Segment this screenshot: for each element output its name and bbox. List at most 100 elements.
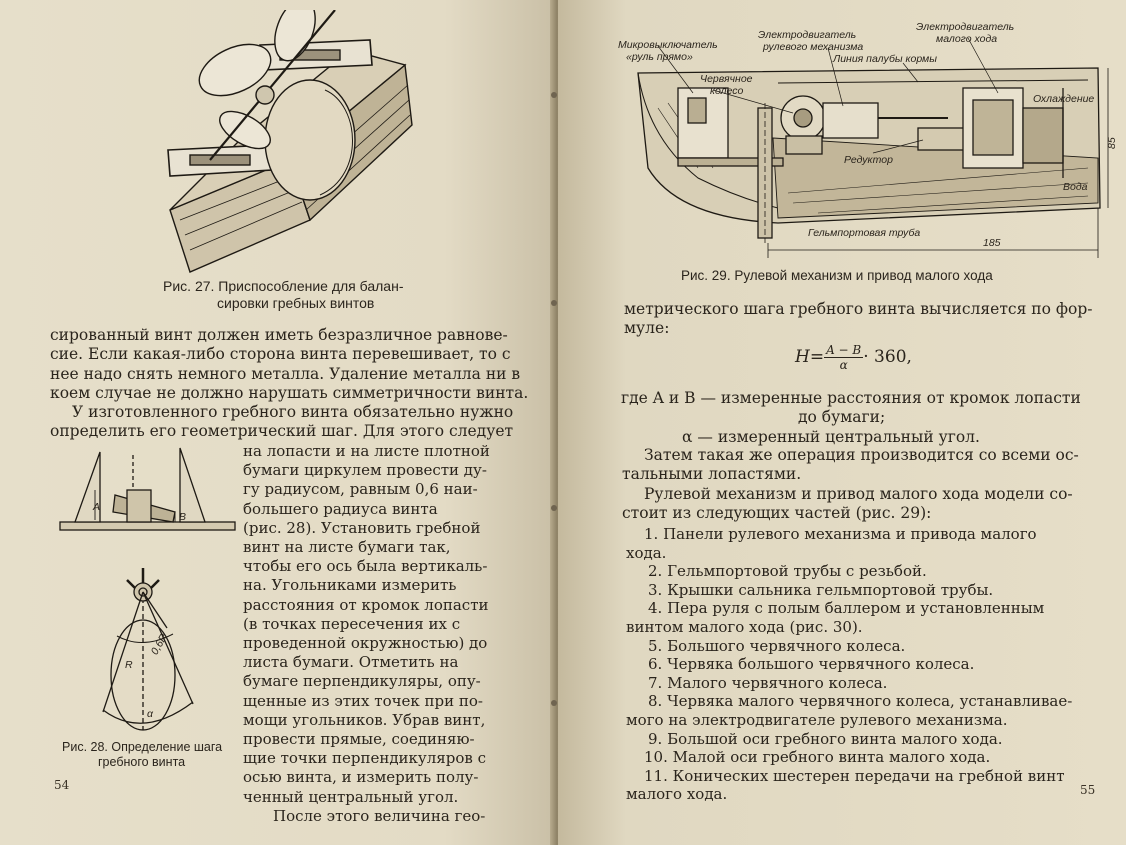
fig29-caption: Рис. 29. Рулевой механизм и привод малог… xyxy=(681,268,993,283)
fig29-label-tube: Гельмпортовая труба xyxy=(808,227,920,239)
fig29-illustration: Микровыключатель «руль прямо» Червячное … xyxy=(618,21,1118,258)
fig29-label-dim-185: 185 xyxy=(983,237,1001,249)
list-item: 3. Крышки сальника гельмпортовой трубы. xyxy=(648,580,994,599)
fig27-caption-line2: сировки гребных винтов xyxy=(217,295,375,311)
text-line: осью винта, и измерить полу- xyxy=(243,768,479,787)
text-line: на. Угольниками измерить xyxy=(243,576,457,595)
page-number-right: 55 xyxy=(1080,783,1096,797)
text-line: ченный центральный угол. xyxy=(243,787,459,806)
text-line: большего радиуса винта xyxy=(243,499,438,518)
binding-hole xyxy=(551,505,557,511)
list-item: 5. Большого червячного колеса. xyxy=(648,636,906,655)
fig29-label-cooling: Охлаждение xyxy=(1033,93,1094,105)
fig28-label-b: B xyxy=(179,511,186,523)
list-item: 9. Большой оси гребного винта малого ход… xyxy=(648,729,1003,748)
text-line: сированный винт должен иметь безразлично… xyxy=(50,326,508,344)
fig29-label-motor-slow-1: Электродвигатель xyxy=(916,21,1014,33)
list-item: малого хода. xyxy=(626,785,728,804)
list-item: 10. Малой оси гребного винта малого хода… xyxy=(644,748,991,767)
fig28-caption: Рис. 28. Определение шага гребного винта xyxy=(62,740,222,770)
right-page: Микровыключатель «руль прямо» Червячное … xyxy=(558,0,1126,845)
text-line: бумаги циркулем провести ду- xyxy=(243,461,487,480)
page-number-left: 54 xyxy=(54,778,70,792)
text-line: гу радиусом, равным 0,6 наи- xyxy=(243,480,478,499)
text-line: сие. Если какая-либо сторона винта перев… xyxy=(50,345,511,364)
list-item: винтом малого хода (рис. 30). xyxy=(626,617,863,636)
text-line: расстояния от кромок лопасти xyxy=(243,595,489,614)
text-line: чтобы его ось была вертикаль- xyxy=(243,557,488,576)
formula-definitions: где A и B — измеренные расстояния от кро… xyxy=(621,389,1081,447)
text-line: коем случае не должно нарушать симметрич… xyxy=(50,383,529,402)
fig29-label-deck: Линия палубы кормы xyxy=(832,53,937,65)
text-line: метрического шага гребного винта вычисля… xyxy=(624,300,1093,318)
text-line: стоит из следующих частей (рис. 29): xyxy=(622,503,932,522)
text-line: на лопасти и на листе плотной xyxy=(243,442,490,460)
fig28-label-alpha: α xyxy=(147,708,154,720)
list-item: 2. Гельмпортовой трубы с резьбой. xyxy=(648,562,927,581)
right-paragraphs: Затем такая же операция производится со … xyxy=(622,446,1079,523)
fig28-illustration: A B R 0,6R α xyxy=(59,447,236,731)
fig29-label-microswitch-1: Микровыключатель xyxy=(618,39,718,51)
fig27-caption-line1: Рис. 27. Приспособление для балан- xyxy=(163,278,404,294)
list-item: 7. Малого червячного колеса. xyxy=(648,673,888,692)
text-line: проведенной окружностью) до xyxy=(243,634,488,653)
text-line: нее надо снять немного металла. Удаление… xyxy=(50,364,521,383)
fig28-label-r: R xyxy=(125,659,133,671)
fig29-label-wormwheel-1: Червячное xyxy=(700,73,753,85)
text-line: щие точки перпендикуляров с xyxy=(243,749,486,768)
fig29-label-motor-rudder-1: Электродвигатель xyxy=(758,29,856,41)
fig28-caption-line2: гребного винта xyxy=(98,755,186,769)
left-text-top: сированный винт должен иметь безразлично… xyxy=(50,326,528,442)
binding-hole xyxy=(551,700,557,706)
fig27-caption: Рис. 27. Приспособление для балан- сиров… xyxy=(163,278,403,312)
list-item: мого на электродвигателе рулевого механи… xyxy=(626,710,1008,729)
text-line: до бумаги; xyxy=(798,408,886,427)
fig28-label-a: A xyxy=(92,501,100,513)
text-line: где A и B — измеренные расстояния от кро… xyxy=(621,389,1081,407)
left-page: Рис. 27. Приспособление для балан- сиров… xyxy=(0,0,556,845)
text-line: Затем такая же операция производится со … xyxy=(644,446,1079,464)
text-line: Рулевой механизм и привод малого хода мо… xyxy=(644,484,1073,503)
right-text-intro: метрического шага гребного винта вычисля… xyxy=(624,300,1093,339)
fig27-illustration xyxy=(167,10,413,273)
formula-lhs: H xyxy=(795,347,810,367)
text-line: муле: xyxy=(624,319,670,338)
text-line: щенные из этих точек при по- xyxy=(243,691,483,710)
parts-list: 1. Панели рулевого механизма и привода м… xyxy=(626,525,1072,804)
text-line: После этого величина гео- xyxy=(273,806,486,825)
formula-rhs: · 360, xyxy=(863,347,912,367)
text-line: тальными лопастями. xyxy=(622,465,802,484)
list-item: 8. Червяка малого червячного колеса, уст… xyxy=(648,692,1073,711)
formula-denominator: α xyxy=(839,358,848,372)
text-line: винт на листе бумаги так, xyxy=(243,538,451,557)
list-item: 6. Червяка большого червячного колеса. xyxy=(648,655,975,674)
formula-eq: = xyxy=(809,347,825,367)
text-line: (рис. 28). Установить гребной xyxy=(243,518,481,537)
binding-hole xyxy=(551,300,557,306)
text-line: мощи угольников. Убрав винт, xyxy=(243,710,486,729)
list-item: 4. Пера руля с полым баллером и установл… xyxy=(648,599,1045,618)
list-item: 1. Панели рулевого механизма и привода м… xyxy=(644,525,1037,543)
fig29-label-motor-slow-2: малого хода xyxy=(936,33,997,45)
fig28-caption-line1: Рис. 28. Определение шага xyxy=(62,740,223,754)
text-line: бумаге перпендикуляры, опу- xyxy=(243,672,481,691)
text-line: (в точках пересечения их с xyxy=(243,614,461,633)
list-item: 11. Конических шестерен передачи на греб… xyxy=(644,766,1065,785)
text-line: У изготовленного гребного винта обязател… xyxy=(72,403,514,422)
fig29-label-motor-rudder-2: рулевого механизма xyxy=(762,41,863,53)
text-line: α — измеренный центральный угол. xyxy=(682,427,980,446)
text-line: провести прямые, соединяю- xyxy=(243,730,475,749)
binding-hole xyxy=(551,92,557,98)
formula-numerator: A − B xyxy=(824,343,864,358)
text-line: листа бумаги. Отметить на xyxy=(243,653,459,672)
fig29-label-dim-85: 85 xyxy=(1106,137,1118,149)
list-item: хода. xyxy=(626,543,667,562)
left-text-column: на лопасти и на листе плотной бумаги цир… xyxy=(243,442,490,826)
fig29-label-reducer: Редуктор xyxy=(844,154,893,166)
text-line: определить его геометрический шаг. Для э… xyxy=(50,422,514,441)
fig29-label-wormwheel-2: колесо xyxy=(710,85,743,97)
fig29-label-water: Вода xyxy=(1063,181,1088,193)
